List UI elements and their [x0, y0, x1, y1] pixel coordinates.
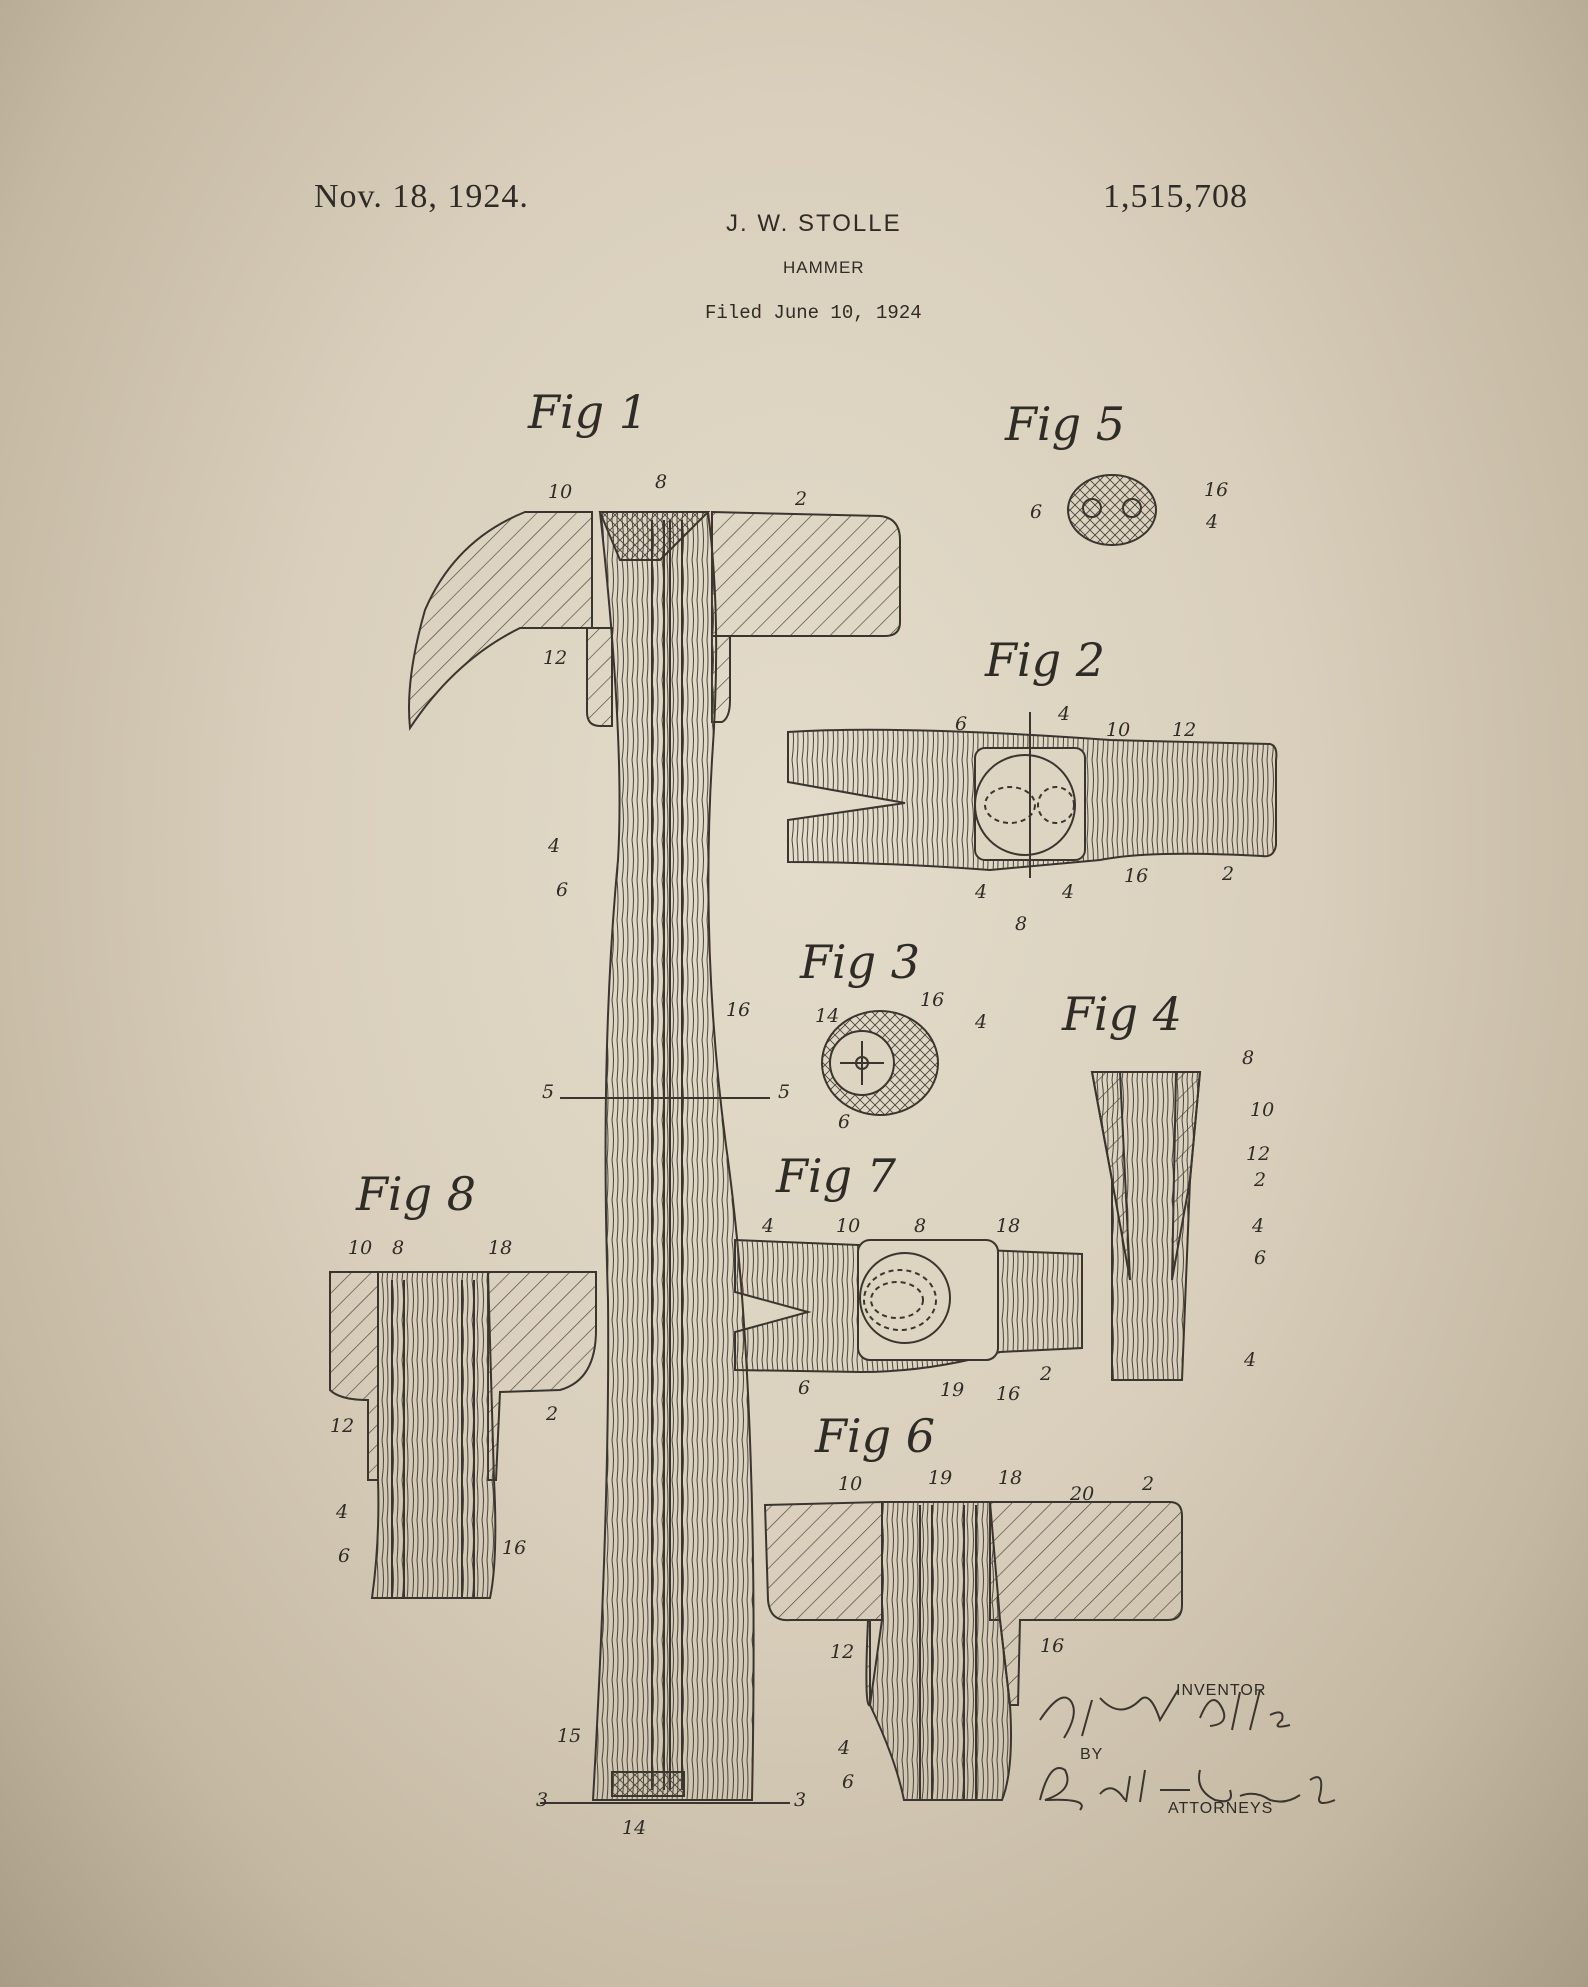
svg-text:6: 6 [842, 1771, 854, 1793]
attorney-signature [1039, 1767, 1336, 1811]
fig3-label: Fig 3 [799, 935, 920, 989]
inventor-label: INVENTOR [1176, 1682, 1267, 1699]
svg-text:18: 18 [996, 1215, 1020, 1237]
svg-text:6: 6 [556, 879, 568, 901]
svg-text:6: 6 [798, 1377, 810, 1399]
svg-text:20: 20 [1069, 1483, 1094, 1505]
svg-text:5: 5 [778, 1081, 790, 1103]
svg-text:16: 16 [1040, 1635, 1064, 1657]
svg-text:2: 2 [1141, 1473, 1154, 1495]
svg-text:3: 3 [536, 1789, 548, 1811]
svg-text:4: 4 [1057, 703, 1070, 725]
svg-text:10: 10 [1250, 1099, 1274, 1121]
fig6-label: Fig 6 [814, 1409, 935, 1463]
fig5-drawing: Fig 5 6 16 4 [1004, 397, 1228, 546]
svg-text:8: 8 [1015, 913, 1027, 935]
svg-text:6: 6 [1030, 501, 1042, 523]
svg-text:10: 10 [348, 1237, 372, 1259]
svg-text:4: 4 [335, 1501, 348, 1523]
svg-text:16: 16 [1204, 479, 1228, 501]
svg-text:2: 2 [1253, 1169, 1266, 1191]
svg-text:6: 6 [838, 1111, 850, 1133]
fig2-label: Fig 2 [984, 633, 1105, 687]
svg-text:4: 4 [547, 835, 560, 857]
svg-text:14: 14 [815, 1005, 839, 1027]
svg-text:8: 8 [655, 471, 667, 493]
signature-block [1039, 1689, 1336, 1811]
svg-text:6: 6 [338, 1545, 350, 1567]
svg-text:10: 10 [838, 1473, 862, 1495]
filed-date: Filed June 10, 1924 [705, 302, 922, 324]
fig4-label: Fig 4 [1061, 987, 1182, 1041]
fig8-label: Fig 8 [355, 1167, 476, 1221]
svg-text:18: 18 [998, 1467, 1022, 1489]
fig1-drawing: Fig 1 [408, 385, 901, 1839]
svg-text:4: 4 [974, 1011, 987, 1033]
svg-text:2: 2 [545, 1403, 558, 1425]
svg-text:8: 8 [914, 1215, 926, 1237]
svg-text:10: 10 [548, 481, 572, 503]
fig4-drawing: Fig 4 8 10 12 2 4 6 4 [1061, 987, 1274, 1381]
svg-text:4: 4 [1251, 1215, 1264, 1237]
svg-text:8: 8 [392, 1237, 404, 1259]
svg-text:4: 4 [1243, 1349, 1256, 1371]
patent-title: HAMMER [783, 258, 865, 277]
svg-text:16: 16 [502, 1537, 526, 1559]
fig2-drawing: Fig 2 6 4 10 12 4 8 4 16 2 [787, 633, 1278, 935]
svg-text:8: 8 [1242, 1047, 1254, 1069]
attorneys-label: ATTORNEYS [1168, 1800, 1274, 1817]
svg-text:12: 12 [543, 647, 567, 669]
svg-text:5: 5 [542, 1081, 554, 1103]
svg-text:12: 12 [830, 1641, 854, 1663]
svg-text:10: 10 [836, 1215, 860, 1237]
svg-text:16: 16 [726, 999, 750, 1021]
svg-text:6: 6 [1254, 1247, 1266, 1269]
svg-text:16: 16 [996, 1383, 1020, 1405]
svg-text:4: 4 [761, 1215, 774, 1237]
svg-text:6: 6 [955, 713, 967, 735]
svg-text:19: 19 [940, 1379, 964, 1401]
svg-text:12: 12 [330, 1415, 354, 1437]
svg-text:10: 10 [1106, 719, 1130, 741]
svg-text:12: 12 [1246, 1143, 1270, 1165]
svg-text:19: 19 [928, 1467, 952, 1489]
fig7-drawing: Fig 7 4 10 8 18 6 19 16 2 [734, 1149, 1083, 1405]
svg-text:4: 4 [837, 1737, 850, 1759]
fig5-label: Fig 5 [1004, 397, 1125, 451]
svg-text:4: 4 [974, 881, 987, 903]
fig3-drawing: Fig 3 14 16 4 6 [799, 935, 987, 1133]
svg-text:4: 4 [1205, 511, 1218, 533]
fig1-label: Fig 1 [527, 385, 648, 439]
svg-text:2: 2 [1039, 1363, 1052, 1385]
patent-number: 1,515,708 [1103, 178, 1248, 215]
svg-text:14: 14 [622, 1817, 646, 1839]
svg-text:18: 18 [488, 1237, 512, 1259]
svg-text:2: 2 [794, 488, 807, 510]
svg-text:2: 2 [1221, 863, 1234, 885]
svg-text:15: 15 [557, 1725, 581, 1747]
svg-text:16: 16 [920, 989, 944, 1011]
svg-text:12: 12 [1172, 719, 1196, 741]
svg-text:3: 3 [794, 1789, 806, 1811]
by-label: BY [1080, 1746, 1104, 1763]
inventor-name: J. W. STOLLE [726, 210, 902, 237]
inventor-signature [1039, 1689, 1291, 1739]
fig7-label: Fig 7 [775, 1149, 897, 1203]
patent-date: Nov. 18, 1924. [314, 178, 529, 215]
svg-text:4: 4 [1061, 881, 1074, 903]
svg-text:16: 16 [1124, 865, 1148, 887]
fig8-drawing: Fig 8 10 8 18 12 2 4 6 16 [329, 1167, 597, 1599]
fig6-drawing: Fig 6 10 19 18 20 2 12 16 4 6 [763, 1409, 1183, 1801]
